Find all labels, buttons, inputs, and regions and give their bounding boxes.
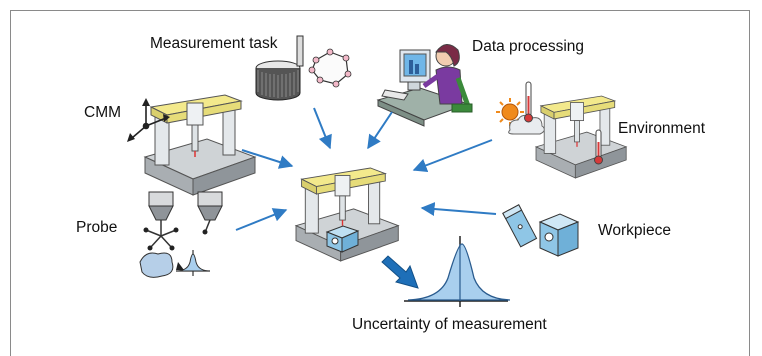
probe-stylus-icon	[139, 191, 223, 278]
arrow-cmm	[241, 149, 294, 169]
workpiece-blocks-icon	[502, 204, 580, 257]
arrow-probe	[235, 208, 288, 231]
cloud-icon	[508, 114, 546, 135]
label-uncertainty: Uncertainty of measurement	[352, 316, 547, 333]
computer-operator-icon	[376, 44, 473, 127]
label-probe: Probe	[76, 219, 118, 236]
arrow-measurement-task	[313, 107, 332, 150]
label-data-processing: Data processing	[472, 38, 585, 55]
thermometer-icon	[524, 81, 533, 123]
sun-icon	[496, 98, 524, 126]
diagram-frame	[10, 10, 750, 356]
central-workpiece-icon	[325, 225, 360, 253]
cmm-machine-icon	[144, 94, 256, 196]
environment-cmm-icon	[535, 95, 627, 179]
label-cmm: CMM	[84, 104, 122, 121]
label-environment: Environment	[618, 120, 706, 137]
distribution-curve-icon	[404, 236, 511, 307]
arrow-data-processing	[367, 111, 393, 150]
result-arrow	[381, 255, 419, 289]
influence-arrows	[235, 107, 497, 231]
cylinder-part-icon	[255, 35, 304, 101]
arrow-environment	[412, 139, 493, 173]
label-measurement-task: Measurement task	[150, 35, 278, 52]
arrow-workpiece	[420, 202, 497, 216]
polygon-profile-icon	[308, 48, 352, 88]
environment-thermometer-icon	[594, 129, 603, 165]
coordinate-axes-icon	[127, 98, 170, 142]
label-workpiece: Workpiece	[598, 222, 671, 239]
